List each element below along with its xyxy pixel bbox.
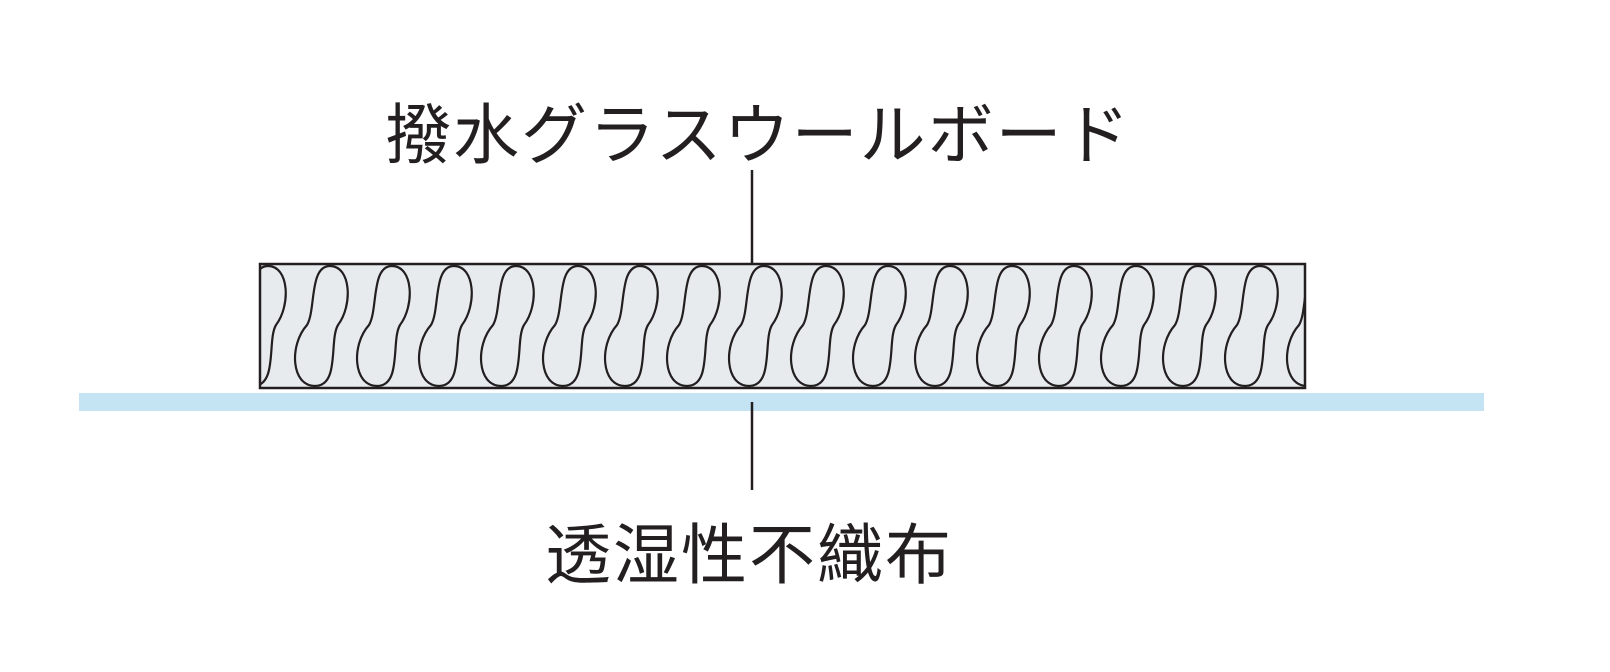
fiber-loop — [480, 264, 535, 388]
fiber-loop — [542, 264, 597, 388]
fiber-loop — [356, 264, 411, 388]
fiber-loop — [914, 264, 969, 388]
fiber-loop — [666, 264, 721, 388]
sheet-bar — [79, 393, 1484, 411]
fiber-loop — [418, 264, 473, 388]
board-outline — [258, 262, 1307, 390]
fiber-loop — [976, 264, 1031, 388]
fiber-loop — [852, 264, 907, 388]
sheet-label: 透湿性不織布 — [545, 517, 953, 594]
fiber-loop — [790, 264, 845, 388]
glass-wool-board — [260, 264, 1305, 388]
fiber-loop — [260, 264, 287, 386]
fiber-loop — [604, 264, 659, 388]
fiber-loop — [1038, 264, 1093, 388]
fiber-loop — [1162, 264, 1217, 388]
fiber-loop — [728, 264, 783, 388]
fiber-loop — [1224, 264, 1279, 388]
fiber-pattern — [260, 264, 1305, 388]
board-label: 撥水グラスウールボード — [385, 97, 1132, 174]
fiber-loop — [294, 264, 349, 388]
fiber-loop — [1100, 264, 1155, 388]
